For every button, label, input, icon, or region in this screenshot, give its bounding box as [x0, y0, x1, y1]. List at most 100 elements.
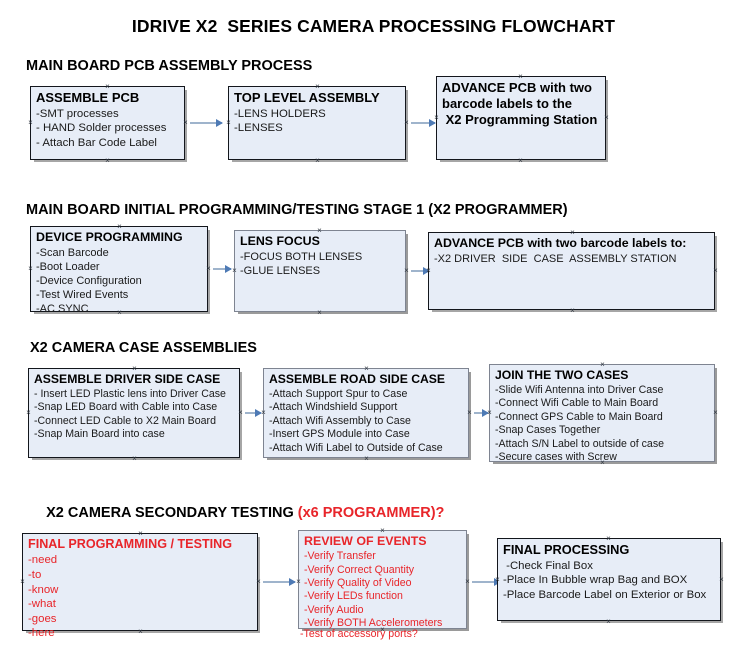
section-heading-x2-camera-case-assemblies: X2 CAMERA CASE ASSEMBLIES — [30, 340, 257, 356]
node-line: -X2 DRIVER SIDE CASE ASSEMBLY STATION — [434, 253, 677, 266]
section-heading-accent: (x6 PROGRAMMER)? — [297, 505, 445, 521]
node-title: ASSEMBLE DRIVER SIDE CASE — [34, 372, 221, 386]
anchor-handle-icon[interactable] — [486, 409, 493, 416]
anchor-handle-icon[interactable] — [718, 576, 725, 583]
node-title: LENS FOCUS — [240, 234, 320, 248]
anchor-handle-icon[interactable] — [316, 309, 323, 316]
anchor-handle-icon[interactable] — [494, 576, 501, 583]
anchor-handle-icon[interactable] — [27, 119, 34, 126]
node-line: -Place Barcode Label on Exterior or Box — [503, 588, 707, 601]
node-review-of-events[interactable]: REVIEW OF EVENTS -Verify Transfer -Verif… — [298, 530, 467, 629]
node-line: -Test Wired Events — [36, 289, 129, 302]
node-line: -Check Final Box — [503, 559, 593, 572]
section-heading-main-board-pcb-assembly: MAIN BOARD PCB ASSEMBLY PROCESS — [26, 58, 313, 74]
anchor-handle-icon[interactable] — [466, 409, 473, 416]
anchor-handle-icon[interactable] — [225, 119, 232, 126]
node-lens-focus[interactable]: LENS FOCUS -FOCUS BOTH LENSES -GLUE LENS… — [234, 230, 406, 312]
page-title: IDRIVE X2 SERIES CAMERA PROCESSING FLOWC… — [131, 16, 616, 36]
node-line: -Device Configuration — [36, 275, 142, 288]
anchor-handle-icon[interactable] — [104, 157, 111, 164]
anchor-handle-icon[interactable] — [517, 157, 524, 164]
node-assemble-driver-side-case[interactable]: ASSEMBLE DRIVER SIDE CASE - Insert LED P… — [28, 368, 240, 458]
node-line: -GLUE LENSES — [240, 265, 321, 278]
node-line: -Verify LEDs function — [304, 590, 403, 603]
anchor-handle-icon[interactable] — [603, 114, 610, 121]
anchor-handle-icon[interactable] — [403, 119, 410, 126]
node-line: -Place In Bubble wrap Bag and BOX — [503, 574, 688, 587]
anchor-handle-icon[interactable] — [314, 83, 321, 90]
node-advance-pcb-driver-side-station[interactable]: ADVANCE PCB with two barcode labels to: … — [428, 232, 715, 310]
anchor-handle-icon[interactable] — [425, 267, 432, 274]
anchor-handle-icon[interactable] — [19, 578, 26, 585]
node-final-programming-testing[interactable]: FINAL PROGRAMMING / TESTING -need -to -k… — [22, 533, 258, 639]
anchor-handle-icon[interactable] — [104, 83, 111, 90]
node-line: -Boot Loader — [36, 261, 100, 274]
anchor-handle-icon[interactable] — [314, 157, 321, 164]
node-title: JOIN THE TWO CASES — [495, 368, 629, 382]
node-line: -goes — [28, 612, 57, 625]
node-line: -FOCUS BOTH LENSES — [240, 251, 363, 264]
node-title: DEVICE PROGRAMMING — [36, 230, 183, 244]
node-line: -Snap Cases Together — [495, 424, 601, 437]
anchor-handle-icon[interactable] — [433, 114, 440, 121]
anchor-handle-icon[interactable] — [27, 265, 34, 272]
node-title: ADVANCE PCB with two barcode labels to: — [434, 236, 687, 250]
node-line: -Slide Wifi Antenna into Driver Case — [495, 383, 664, 396]
node-device-programming[interactable]: DEVICE PROGRAMMING -Scan Barcode -Boot L… — [30, 226, 208, 315]
section-heading-main-board-initial-programming: MAIN BOARD INITIAL PROGRAMMING/TESTING S… — [26, 202, 568, 218]
anchor-handle-icon[interactable] — [605, 535, 612, 542]
node-line: -Verify Quality of Video — [304, 577, 412, 590]
node-line: -Verify Audio — [304, 603, 364, 616]
node-join-the-two-cases[interactable]: JOIN THE TWO CASES -Slide Wifi Antenna i… — [489, 364, 715, 463]
anchor-handle-icon[interactable] — [363, 365, 370, 372]
anchor-handle-icon[interactable] — [260, 409, 267, 416]
anchor-handle-icon[interactable] — [403, 267, 410, 274]
node-assemble-road-side-case[interactable]: ASSEMBLE ROAD SIDE CASE -Attach Support … — [263, 368, 469, 458]
node-advance-pcb-programming-station[interactable]: ADVANCE PCB with two barcode labels to t… — [436, 76, 606, 160]
connector-final-programming-to-review — [263, 578, 296, 586]
anchor-handle-icon[interactable] — [231, 267, 238, 274]
anchor-handle-icon[interactable] — [712, 409, 719, 416]
anchor-handle-icon[interactable] — [131, 365, 138, 372]
anchor-handle-icon[interactable] — [137, 530, 144, 537]
anchor-handle-icon[interactable] — [237, 409, 244, 416]
node-title: REVIEW OF EVENTS — [304, 534, 427, 548]
node-line: - Insert LED Plastic lens into Driver Ca… — [34, 387, 226, 400]
anchor-handle-icon[interactable] — [599, 361, 606, 368]
anchor-handle-icon[interactable] — [131, 455, 138, 462]
anchor-handle-icon[interactable] — [569, 229, 576, 236]
connector-driver-side-to-road-side — [245, 409, 262, 417]
connector-assemble-pcb-to-top-level — [190, 119, 223, 127]
anchor-handle-icon[interactable] — [517, 73, 524, 80]
section-heading-text: X2 CAMERA SECONDARY TESTING — [46, 505, 298, 521]
anchor-handle-icon[interactable] — [116, 223, 123, 230]
anchor-handle-icon[interactable] — [205, 265, 212, 272]
anchor-handle-icon[interactable] — [712, 267, 719, 274]
anchor-handle-icon[interactable] — [599, 459, 606, 466]
node-line: -Attach Windshield Support — [269, 401, 398, 414]
node-assemble-pcb[interactable]: ASSEMBLE PCB -SMT processes - HAND Solde… — [30, 86, 185, 160]
node-line: -SMT processes — [36, 107, 119, 120]
node-title: FINAL PROGRAMMING / TESTING — [28, 537, 233, 551]
anchor-handle-icon[interactable] — [464, 578, 471, 585]
anchor-handle-icon[interactable] — [605, 618, 612, 625]
anchor-handle-icon[interactable] — [182, 119, 189, 126]
anchor-handle-icon[interactable] — [255, 578, 262, 585]
node-top-level-assembly[interactable]: TOP LEVEL ASSEMBLY -LENS HOLDERS -LENSES — [228, 86, 406, 160]
anchor-handle-icon[interactable] — [379, 527, 386, 534]
anchor-handle-icon[interactable] — [295, 578, 302, 585]
node-title: FINAL PROCESSING — [503, 542, 630, 557]
anchor-handle-icon[interactable] — [116, 309, 123, 316]
node-line: -Connect GPS Cable to Main Board — [495, 410, 663, 423]
anchor-handle-icon[interactable] — [379, 626, 386, 633]
anchor-handle-icon[interactable] — [25, 409, 32, 416]
node-line: -LENSES — [234, 122, 283, 135]
node-line: -Scan Barcode — [36, 247, 109, 260]
anchor-handle-icon[interactable] — [316, 227, 323, 234]
anchor-handle-icon[interactable] — [569, 307, 576, 314]
node-line: -Snap LED Board with Cable into Case — [34, 401, 218, 414]
anchor-handle-icon[interactable] — [363, 455, 370, 462]
node-final-processing[interactable]: FINAL PROCESSING -Check Final Box -Place… — [497, 538, 721, 621]
anchor-handle-icon[interactable] — [137, 628, 144, 635]
